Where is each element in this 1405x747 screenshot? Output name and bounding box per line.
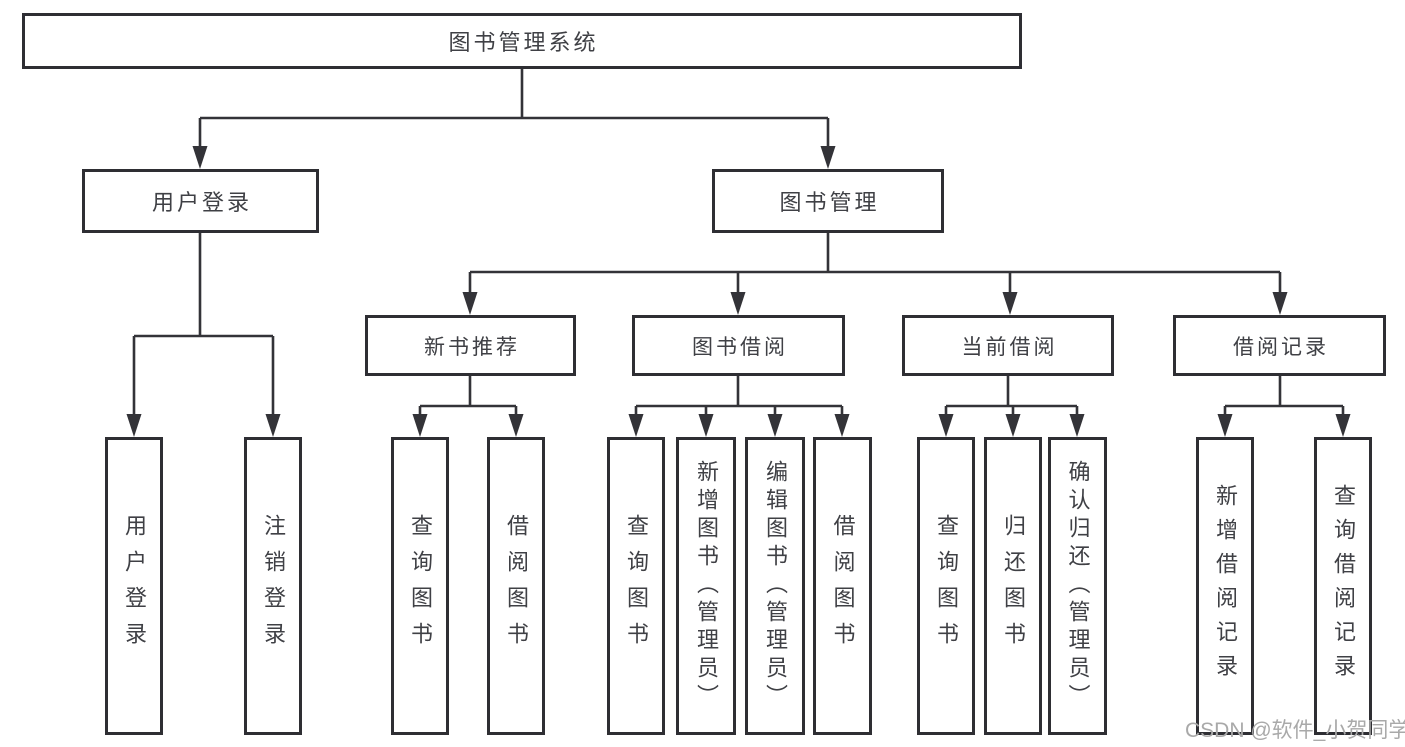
node-root-library-system: 图书管理系统 bbox=[22, 13, 1022, 69]
csdn-watermark: CSDN @软件_小贺同学 bbox=[1185, 719, 1405, 742]
leaf-add-books-admin: 新增图书（管理员） bbox=[676, 437, 736, 735]
arrowhead bbox=[698, 414, 714, 437]
connector-userlogin-to-leaves bbox=[132, 233, 275, 422]
connector-newbooks-to-leaves bbox=[418, 376, 518, 422]
arrowhead bbox=[834, 414, 850, 437]
node-current-borrow: 当前借阅 bbox=[902, 315, 1114, 376]
arrowhead bbox=[1272, 292, 1288, 315]
leaf-label: 查询借阅记录 bbox=[1331, 484, 1356, 688]
node-label: 借阅记录 bbox=[1233, 335, 1329, 359]
leaf-label: 查询图书 bbox=[624, 514, 649, 658]
leaf-label: 确认归还（管理员） bbox=[1065, 460, 1091, 712]
leaf-query-borrow-record: 查询借阅记录 bbox=[1314, 437, 1372, 735]
connector-borrowrecords-to-leaves bbox=[1223, 376, 1345, 422]
arrowhead bbox=[730, 292, 746, 315]
node-new-book-recommend: 新书推荐 bbox=[365, 315, 576, 376]
node-borrow-records: 借阅记录 bbox=[1173, 315, 1386, 376]
node-label: 用户登录 bbox=[151, 190, 252, 215]
leaf-add-borrow-record: 新增借阅记录 bbox=[1196, 437, 1254, 735]
leaf-confirm-return-admin: 确认归还（管理员） bbox=[1048, 437, 1107, 735]
node-label: 图书借阅 bbox=[692, 335, 788, 359]
arrowhead bbox=[508, 414, 524, 437]
arrowhead bbox=[192, 146, 208, 169]
leaf-label: 归还图书 bbox=[1001, 514, 1026, 658]
leaf-return-books: 归还图书 bbox=[984, 437, 1042, 735]
leaf-query-books: 查询图书 bbox=[391, 437, 449, 735]
node-label: 新书推荐 bbox=[424, 335, 520, 359]
arrowhead bbox=[1069, 414, 1085, 437]
arrowhead bbox=[767, 414, 783, 437]
leaf-label: 注销登录 bbox=[261, 514, 286, 658]
leaf-label: 查询图书 bbox=[408, 514, 433, 658]
connector-bookborrow-to-leaves bbox=[634, 376, 844, 422]
connector-root-to-level2 bbox=[198, 69, 830, 154]
node-label: 图书管理 bbox=[779, 190, 880, 215]
arrowhead bbox=[1005, 414, 1021, 437]
leaf-borrow-books: 借阅图书 bbox=[487, 437, 545, 735]
node-book-management: 图书管理 bbox=[712, 169, 944, 233]
node-book-borrow: 图书借阅 bbox=[632, 315, 845, 376]
leaf-label: 借阅图书 bbox=[830, 514, 856, 658]
connector-management-to-level3 bbox=[468, 233, 1282, 300]
leaf-label: 借阅图书 bbox=[504, 514, 529, 658]
leaf-edit-books-admin: 编辑图书（管理员） bbox=[745, 437, 805, 735]
leaf-label: 新增借阅记录 bbox=[1213, 484, 1238, 688]
arrowhead bbox=[126, 414, 142, 437]
node-label: 当前借阅 bbox=[961, 335, 1058, 359]
arrowhead bbox=[938, 414, 954, 437]
arrowhead bbox=[265, 414, 281, 437]
leaf-query-books: 查询图书 bbox=[917, 437, 975, 735]
leaf-label: 查询图书 bbox=[934, 514, 959, 658]
leaf-label: 新增图书（管理员） bbox=[694, 460, 719, 712]
leaf-label: 编辑图书（管理员） bbox=[763, 460, 788, 712]
leaf-borrow-books: 借阅图书 bbox=[813, 437, 872, 735]
node-label: 图书管理系统 bbox=[448, 30, 599, 55]
arrowhead bbox=[820, 146, 836, 169]
node-user-login: 用户登录 bbox=[82, 169, 319, 233]
leaf-label: 用户登录 bbox=[122, 514, 147, 658]
arrowhead bbox=[628, 414, 644, 437]
arrowhead bbox=[1217, 414, 1233, 437]
arrowhead bbox=[1002, 292, 1018, 315]
leaf-query-books: 查询图书 bbox=[607, 437, 665, 735]
arrowhead bbox=[412, 414, 428, 437]
arrowhead bbox=[462, 292, 478, 315]
leaf-user-login: 用户登录 bbox=[105, 437, 163, 735]
leaf-logout: 注销登录 bbox=[244, 437, 302, 735]
arrowhead bbox=[1335, 414, 1351, 437]
